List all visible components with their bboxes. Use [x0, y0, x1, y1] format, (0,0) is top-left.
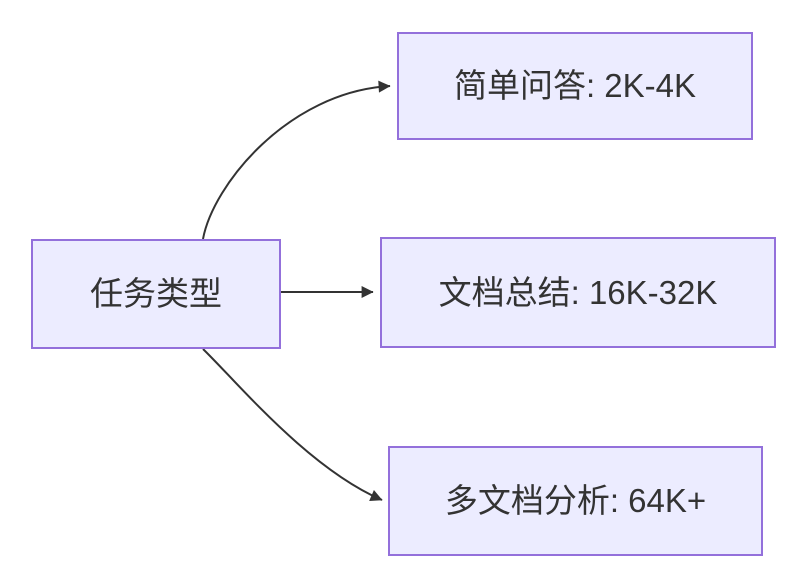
edge-task-type-to-multi-doc	[202, 348, 383, 501]
node-task-type: 任务类型	[31, 239, 281, 349]
node-simple-qa: 简单问答: 2K-4K	[397, 32, 753, 140]
node-multi-doc: 多文档分析: 64K+	[388, 446, 763, 556]
edge-task-type-to-simple-qa	[202, 80, 391, 240]
node-multi-doc-label: 多文档分析: 64K+	[444, 482, 707, 520]
node-doc-summary: 文档总结: 16K-32K	[380, 237, 776, 348]
node-task-type-label: 任务类型	[90, 275, 222, 313]
node-simple-qa-label: 简单问答: 2K-4K	[453, 67, 697, 105]
node-doc-summary-label: 文档总结: 16K-32K	[438, 273, 718, 311]
